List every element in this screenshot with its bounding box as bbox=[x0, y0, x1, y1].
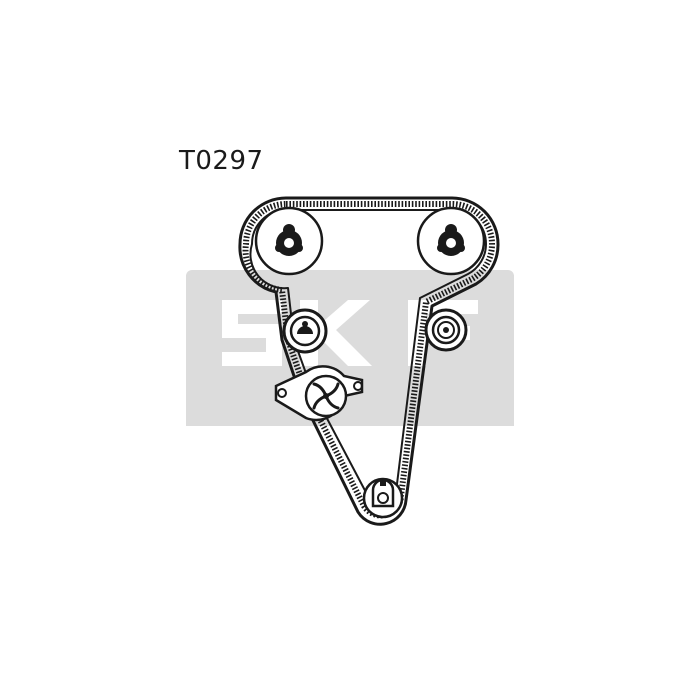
crankshaft-sprocket-icon bbox=[362, 477, 404, 519]
watermark-lower-band bbox=[186, 398, 514, 426]
watermark-letter-s bbox=[222, 300, 282, 366]
idler-pulley-icon bbox=[424, 308, 468, 352]
part-code-label: T0297 bbox=[179, 146, 264, 176]
water-pump-icon bbox=[274, 365, 364, 422]
camshaft-pulley-left-icon bbox=[254, 206, 324, 276]
camshaft-pulley-right-icon bbox=[416, 206, 486, 276]
skf-watermark bbox=[186, 270, 514, 426]
tensioner-pulley-icon bbox=[282, 308, 328, 354]
